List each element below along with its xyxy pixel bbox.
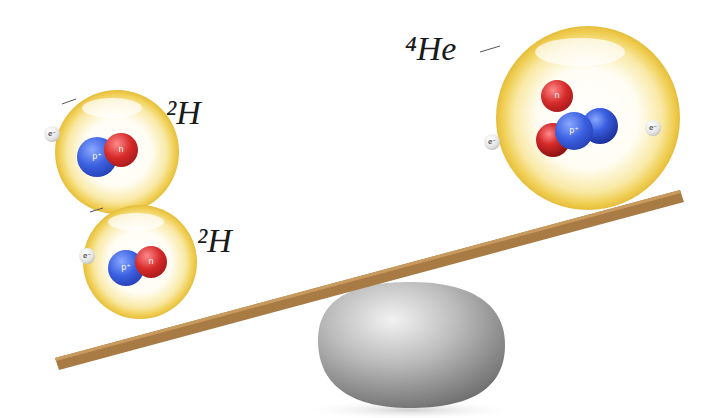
particle-label: n [554, 92, 559, 100]
particle-label: p⁺ [569, 127, 578, 135]
particle-label: n [148, 258, 153, 266]
atom-sphere: ⁴Henp⁺e⁻e⁻ [496, 26, 680, 210]
particle-label: e⁻ [488, 139, 496, 146]
particle-label: e⁻ [48, 131, 56, 138]
isotope-label: ⁴He [405, 32, 456, 66]
isotope-label: ²H [166, 96, 201, 130]
particle-label: e⁻ [83, 253, 91, 260]
neutron-ball: n [541, 80, 573, 112]
electron-ball: e⁻ [44, 126, 60, 142]
particle-label: e⁻ [649, 125, 657, 132]
electron-ball: e⁻ [79, 248, 95, 264]
neutron-ball: n [135, 246, 167, 278]
electron-ball: e⁻ [645, 120, 661, 136]
particle-label: n [118, 146, 123, 154]
particle-label: p⁺ [121, 264, 130, 272]
neutron-ball: n [104, 133, 138, 167]
atom-sphere: ²Hp⁺ne⁻ [83, 205, 197, 319]
proton-ball: p⁺ [555, 112, 593, 150]
isotope-label: ²H [197, 224, 232, 258]
electron-ball: e⁻ [484, 134, 500, 150]
atom-sphere: ²Hp⁺ne⁻ [55, 90, 179, 214]
particle-label: p⁺ [92, 153, 101, 161]
